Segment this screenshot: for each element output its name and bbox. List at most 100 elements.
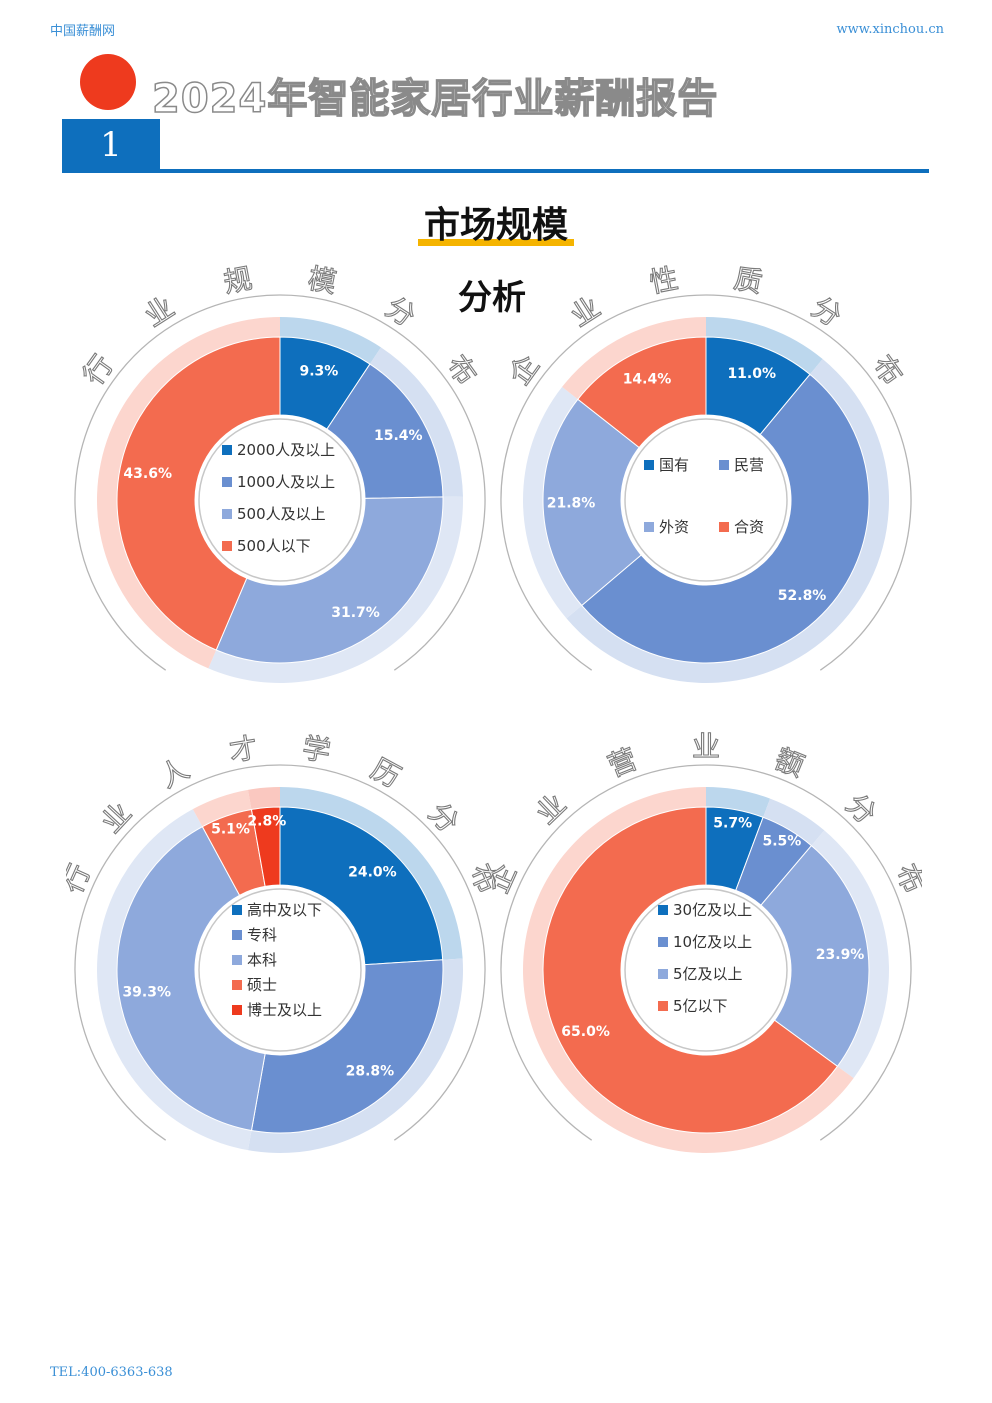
outer-arc <box>74 764 486 1141</box>
legend-label: 硕士 <box>247 976 277 994</box>
legend-label: 专科 <box>247 926 277 944</box>
slice-halo <box>280 787 463 960</box>
chart-title-char: 行 <box>66 859 97 898</box>
chart-revenue: 5.7%5.5%23.9%65.0%30亿及以上10亿及以上5亿及以上5亿以下企… <box>492 732 922 1153</box>
chart-title-char: 业 <box>95 796 138 839</box>
chart-title-char: 业 <box>692 732 720 763</box>
hole-ring <box>624 418 788 582</box>
legend-label: 博士及以上 <box>247 1001 322 1019</box>
slice-halo <box>763 798 825 846</box>
chart-title-char: 布 <box>866 349 909 391</box>
legend-swatch <box>658 905 668 915</box>
slice-halo <box>369 347 463 497</box>
legend-label: 民营 <box>734 456 764 474</box>
chart-title-char: 才 <box>227 732 260 768</box>
data-label: 65.0% <box>561 1024 610 1040</box>
chart-title-char: 布 <box>440 349 483 391</box>
data-label: 5.1% <box>211 821 250 837</box>
data-label: 14.4% <box>623 372 672 388</box>
legend-swatch <box>222 541 232 551</box>
legend-label: 5亿及以上 <box>673 965 743 983</box>
legend-label: 500人以下 <box>237 537 311 555</box>
data-label: 24.0% <box>348 865 397 881</box>
slice-halo <box>247 958 463 1153</box>
data-label: 2.8% <box>247 814 286 830</box>
section-heading: 市场规模 <box>0 196 992 248</box>
legend-swatch <box>719 460 729 470</box>
legend-label: 30亿及以上 <box>673 901 752 919</box>
data-label: 43.6% <box>123 466 172 482</box>
legend-swatch <box>222 509 232 519</box>
legend-label: 5亿以下 <box>673 997 728 1015</box>
chart-title-char: 企 <box>503 349 546 391</box>
slice-halo <box>97 809 252 1151</box>
chart-title-char: 学 <box>300 732 333 768</box>
legend-label: 10亿及以上 <box>673 933 752 951</box>
chart-industry-scale: 9.3%15.4%31.7%43.6%2000人及以上1000人及以上500人及… <box>74 262 486 683</box>
data-label: 11.0% <box>727 366 776 382</box>
legend-label: 国有 <box>659 456 689 474</box>
legend-swatch <box>232 955 242 965</box>
slice-halo <box>706 317 823 375</box>
chart-title-char: 规 <box>221 262 255 299</box>
data-label: 28.8% <box>346 1064 395 1080</box>
legend-swatch <box>658 1001 668 1011</box>
chart-title-char: 质 <box>731 262 765 299</box>
chart-title-char: 分 <box>422 796 465 839</box>
data-label: 21.8% <box>547 496 596 512</box>
legend-label: 1000人及以上 <box>237 473 335 491</box>
outer-arc <box>74 294 486 671</box>
site-url[interactable]: www.xinchou.cn <box>836 22 944 37</box>
data-label: 9.3% <box>299 364 338 380</box>
data-label: 5.5% <box>762 834 801 850</box>
donut-hole <box>621 415 791 585</box>
data-label: 31.7% <box>331 605 380 621</box>
chart-title-char: 分 <box>380 290 421 333</box>
slice-halo <box>811 830 889 1079</box>
legend-swatch <box>658 937 668 947</box>
chart-title-char: 性 <box>647 262 681 299</box>
donut-hole <box>621 885 791 1055</box>
chart-title-char: 业 <box>139 290 180 333</box>
legend-label: 2000人及以上 <box>237 441 335 459</box>
pie-slice <box>116 825 266 1132</box>
legend-swatch <box>232 930 242 940</box>
section-number: 1 <box>62 119 160 172</box>
chart-title-char: 历 <box>366 752 406 794</box>
chart-title-char: 布 <box>889 859 922 898</box>
data-label: 5.7% <box>713 815 752 831</box>
report-title: 2024年智能家居行业薪酬报告 <box>151 75 719 123</box>
pie-slice <box>215 496 444 664</box>
hole-ring <box>198 418 362 582</box>
outer-arc <box>500 764 912 1141</box>
slice-halo <box>523 386 582 619</box>
chart-title-char: 分 <box>806 290 847 333</box>
legend-swatch <box>719 522 729 532</box>
site-name: 中国薪酬网 <box>50 24 116 39</box>
legend-swatch <box>222 445 232 455</box>
slice-halo <box>280 317 381 365</box>
chart-title-char: 业 <box>565 290 606 333</box>
legend-swatch <box>232 1005 242 1015</box>
legend-label: 合资 <box>734 518 764 536</box>
chart-title-char: 人 <box>154 752 194 794</box>
chart-title-char: 行 <box>77 349 120 391</box>
slice-halo <box>208 496 463 683</box>
slice-halo <box>192 789 252 827</box>
data-label: 15.4% <box>374 428 423 444</box>
legend-swatch <box>644 460 654 470</box>
chart-company-nature: 11.0%52.8%21.8%14.4%国有民营外资合资企业性质分布 <box>500 262 912 684</box>
legend-label: 高中及以下 <box>247 901 322 919</box>
legend-label: 外资 <box>659 518 689 536</box>
chart-title-char: 业 <box>529 787 572 830</box>
footer-tel: TEL:400-6363-638 <box>50 1365 173 1380</box>
data-label: 39.3% <box>122 985 171 1001</box>
slice-halo <box>706 787 771 818</box>
legend-label: 本科 <box>247 951 277 969</box>
chart-title-char: 模 <box>305 262 339 299</box>
chart-title-char: 企 <box>492 859 523 898</box>
legend-swatch <box>232 905 242 915</box>
hole-ring <box>198 888 362 1052</box>
red-dot-decoration <box>80 54 136 110</box>
